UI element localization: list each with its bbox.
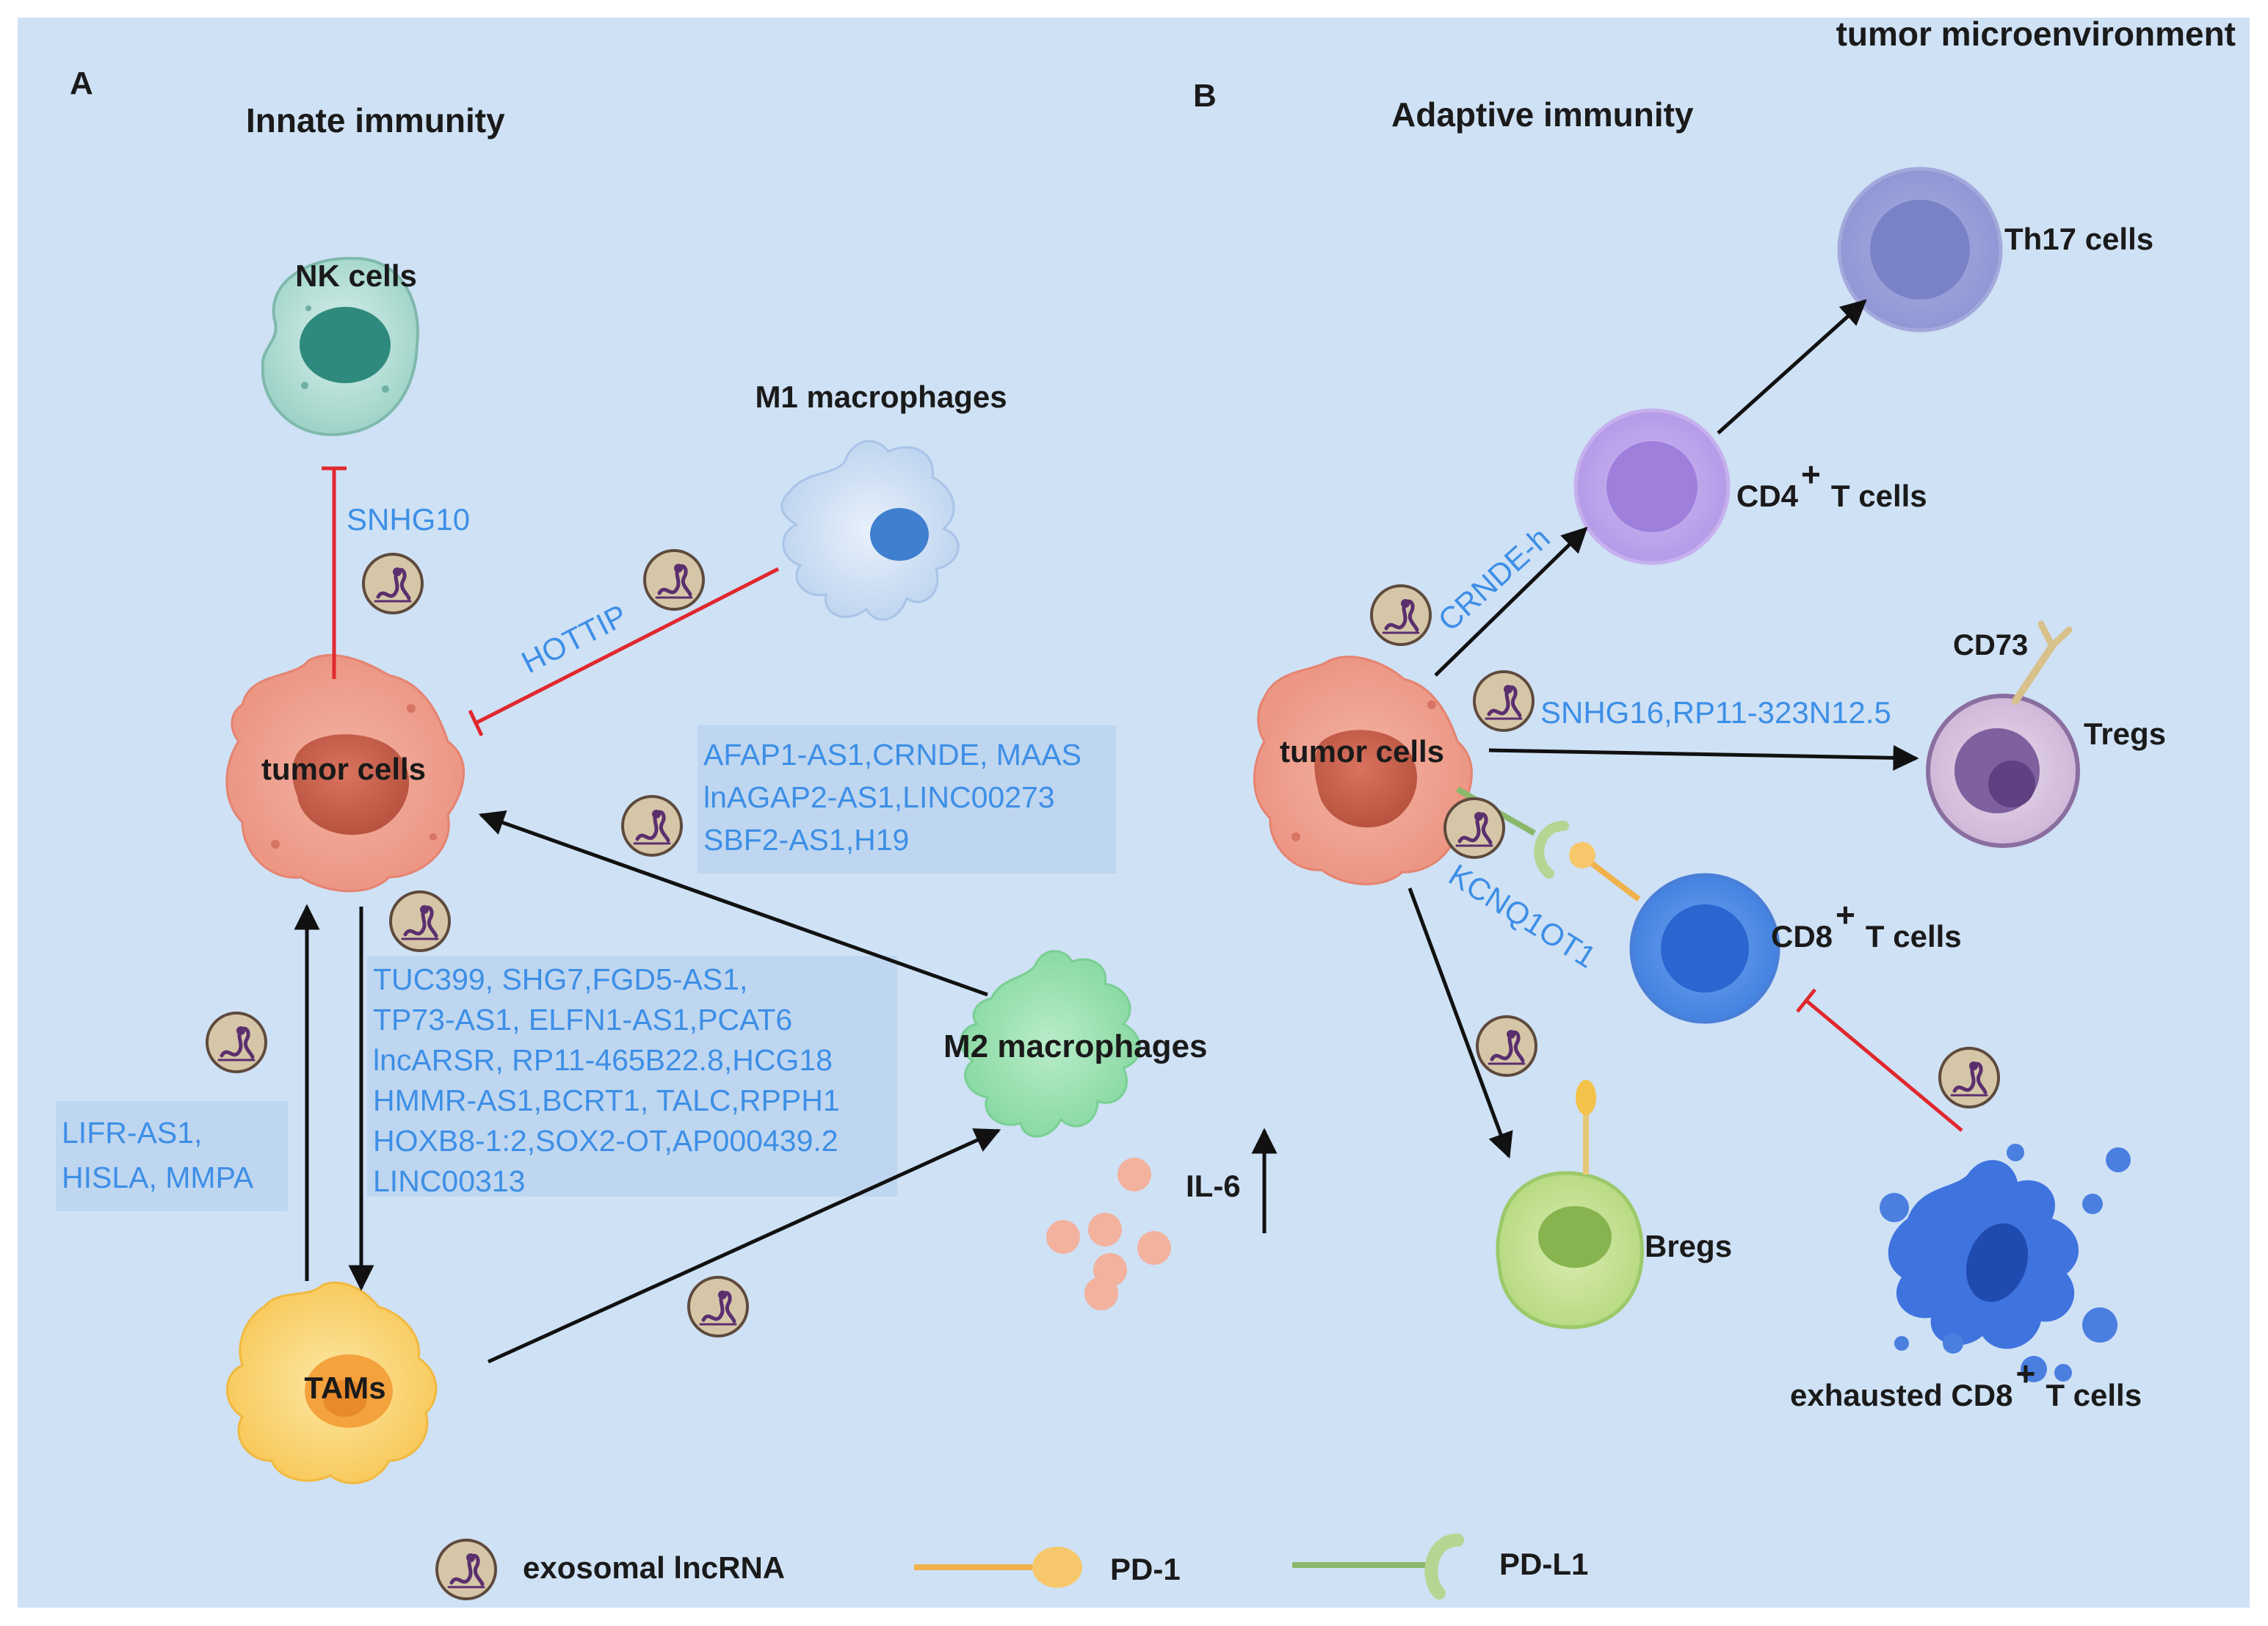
tumor-to-cd4-arrow bbox=[1434, 526, 1588, 677]
tumor-to-bregs-arrow bbox=[1407, 888, 1513, 1159]
legend-pd1-label: PD-1 bbox=[1110, 1552, 1181, 1586]
exosome-icon bbox=[207, 1013, 266, 1072]
nk-cells-label: NK cells bbox=[295, 258, 417, 293]
exosome-icon bbox=[391, 892, 449, 951]
tams-to-tumor-list: LIFR-AS1, HISLA, MMPA bbox=[62, 1116, 254, 1194]
exosome-icon bbox=[363, 554, 422, 613]
snhg16-label: SNHG16,RP11-323N12.5 bbox=[1540, 695, 1891, 730]
th17-cell-icon bbox=[1837, 167, 2003, 333]
lncrna-line: LINC00313 bbox=[373, 1164, 525, 1198]
tregs-label: Tregs bbox=[2084, 716, 2166, 751]
il6-droplets bbox=[1046, 1158, 1171, 1310]
lncrna-line: lncARSR, RP11-465B22.8,HCG18 bbox=[373, 1043, 833, 1077]
exosome-icon bbox=[1940, 1048, 1999, 1107]
tumor-cell-icon bbox=[225, 654, 465, 893]
cd4-label: CD4+T cells bbox=[1736, 455, 1927, 513]
pd1-receptor-icon bbox=[1569, 842, 1641, 902]
macrophage-icon bbox=[780, 440, 960, 621]
bregs-label: Bregs bbox=[1645, 1229, 1732, 1263]
cd73-receptor-icon bbox=[2012, 620, 2073, 705]
il6-label: IL-6 bbox=[1186, 1169, 1241, 1203]
tams-label: TAMs bbox=[304, 1371, 385, 1405]
tumor-cell-icon bbox=[1253, 656, 1473, 885]
lncrna-line: HISLA, MMPA bbox=[62, 1161, 254, 1194]
cd73-label: CD73 bbox=[1953, 629, 2028, 661]
exosome-icon bbox=[437, 1540, 496, 1599]
exosome-icon bbox=[1372, 586, 1430, 645]
exosome-icon bbox=[1474, 672, 1533, 730]
exosome-icon bbox=[1445, 799, 1504, 857]
m2-macrophage-icon bbox=[960, 950, 1141, 1138]
cd4-cell-icon bbox=[1573, 408, 1731, 565]
lncrna-line: HOXB8-1:2,SOX2-OT,AP000439.2 bbox=[373, 1124, 838, 1158]
panel-b-letter: B bbox=[1193, 78, 1217, 114]
lncrna-line: LIFR-AS1, bbox=[62, 1116, 202, 1150]
exosome-icon bbox=[1477, 1017, 1536, 1075]
th17-cells-label: Th17 cells bbox=[2004, 222, 2153, 256]
legend-pdl1-label: PD-L1 bbox=[1499, 1547, 1588, 1581]
exhausted-cd8-cell-icon bbox=[1880, 1144, 2131, 1382]
exosome-icon bbox=[689, 1277, 747, 1336]
tumor-to-tams-list: TUC399, SHG7,FGD5-AS1, TP73-AS1, ELFN1-A… bbox=[373, 962, 840, 1198]
tumor-to-tregs-arrow bbox=[1488, 744, 1919, 771]
legend-exosomal-label: exosomal lncRNA bbox=[523, 1550, 785, 1585]
m2-to-tumor-arrow bbox=[478, 810, 988, 997]
lncrna-line: AFAP1-AS1,CRNDE, MAAS bbox=[703, 738, 1082, 772]
lncrna-line: HMMR-AS1,BCRT1, TALC,RPPH1 bbox=[373, 1084, 840, 1117]
tumor-to-tams-box bbox=[367, 956, 897, 1197]
lncrna-line: TP73-AS1, ELFN1-AS1,PCAT6 bbox=[373, 1003, 792, 1037]
m2-macrophages-label: M2 macrophages bbox=[943, 1028, 1207, 1064]
tams-to-tumor-box bbox=[56, 1101, 288, 1211]
m2-to-tumor-box bbox=[698, 725, 1116, 874]
cd8-cell-icon bbox=[1629, 873, 1780, 1024]
lncrna-line: lnAGAP2-AS1,LINC00273 bbox=[703, 780, 1055, 814]
exosome-icon bbox=[623, 796, 681, 855]
tumor-cells-label-b: tumor cells bbox=[1280, 734, 1444, 769]
diagram-title: tumor microenvironment bbox=[1836, 15, 2236, 53]
breg-cell-icon bbox=[1496, 1080, 1644, 1329]
m2-to-tumor-list: AFAP1-AS1,CRNDE, MAAS lnAGAP2-AS1,LINC00… bbox=[703, 738, 1082, 857]
tumor-cells-label-a: tumor cells bbox=[261, 752, 426, 786]
panel-a-title: Innate immunity bbox=[246, 101, 505, 139]
m1-inhibition bbox=[468, 567, 780, 737]
nk-cell-icon bbox=[261, 256, 419, 437]
cd4-to-th17-arrow bbox=[1717, 299, 1867, 435]
m1-macrophages-label: M1 macrophages bbox=[755, 380, 1007, 414]
panel-a-letter: A bbox=[70, 65, 93, 101]
cd8-label: CD8+T cells bbox=[1771, 896, 1962, 954]
snhg10-label: SNHG10 bbox=[347, 502, 470, 537]
nk-inhibition bbox=[322, 466, 347, 679]
tam-cell-icon bbox=[225, 1281, 438, 1484]
legend-pdl1-icon bbox=[1292, 1534, 1464, 1600]
tams-to-m2-arrow bbox=[487, 1128, 1001, 1364]
treg-cell-icon bbox=[1926, 694, 2080, 848]
exhausted-inhibition bbox=[1796, 988, 1963, 1132]
legend-pd1-icon bbox=[914, 1547, 1082, 1588]
exhausted-cd8-label: exhausted CD8+T cells bbox=[1790, 1354, 2142, 1412]
lncrna-line: SBF2-AS1,H19 bbox=[703, 823, 909, 857]
panel-b-title: Adaptive immunity bbox=[1391, 95, 1694, 134]
exosome-icon bbox=[645, 551, 703, 609]
lncrna-line: TUC399, SHG7,FGD5-AS1, bbox=[373, 962, 747, 996]
